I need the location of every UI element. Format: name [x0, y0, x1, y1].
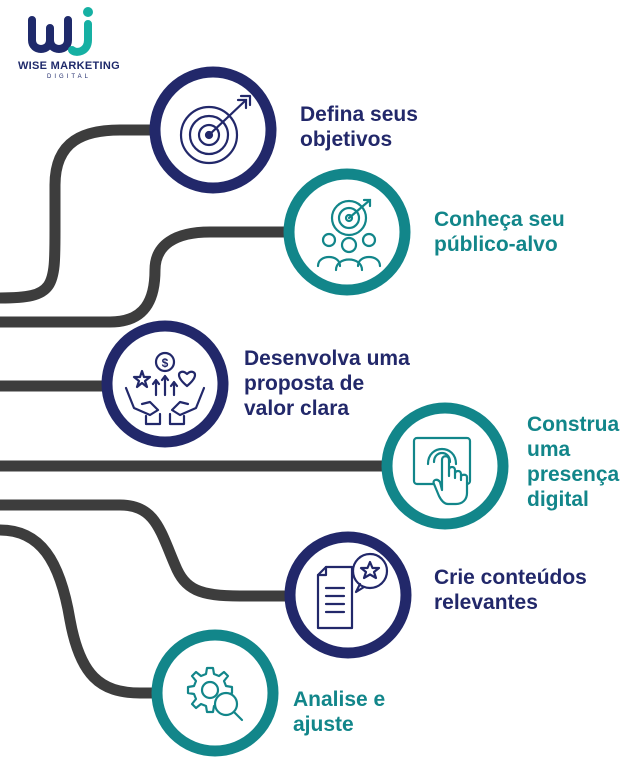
gear-magnifier-icon — [186, 666, 244, 722]
step-5-label: Crie conteúdos relevantes — [434, 566, 587, 614]
connector-5 — [0, 499, 296, 602]
brand-logo: WISE MARKETING DIGITAL — [14, 6, 124, 84]
audience-target-icon — [316, 198, 382, 272]
touchscreen-hand-icon — [412, 436, 472, 506]
step-6-label: Analise e ajuste — [293, 688, 386, 736]
connector-2 — [0, 226, 296, 328]
logo-mark-icon — [28, 7, 93, 56]
document-star-icon — [316, 552, 389, 630]
value-proposition-hands-icon: $ — [124, 351, 206, 426]
step-3-label: Desenvolva uma proposta de valor clara — [244, 347, 410, 420]
brand-subtitle: DIGITAL — [47, 74, 91, 80]
step-4-label: Construa uma presença digital — [527, 413, 620, 511]
target-icon — [179, 94, 252, 165]
step-2-label: Conheça seu público-alvo — [434, 208, 565, 256]
connector-1 — [0, 124, 166, 304]
svg-text:$: $ — [162, 356, 169, 370]
brand-name: WISE MARKETING — [18, 60, 120, 72]
connector-6 — [0, 524, 166, 699]
step-1-label: Defina seus objetivos — [300, 103, 418, 151]
